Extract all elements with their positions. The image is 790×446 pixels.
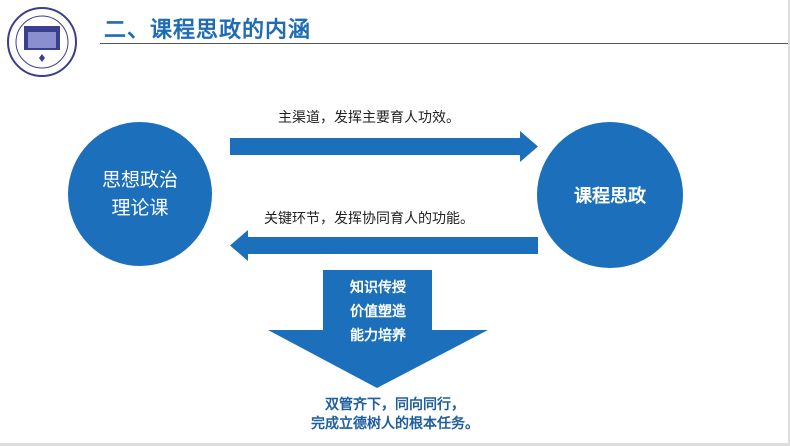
conclusion-line: 完成立德树人的根本任务。 (311, 416, 479, 432)
down-arrow-item: 知识传授 (350, 280, 406, 296)
right-arrow (230, 131, 538, 162)
conclusion-line: 双管齐下，同向同行， (325, 397, 465, 413)
left-arrow (230, 230, 538, 261)
down-arrow (268, 270, 488, 388)
down-arrow-item: 能力培养 (350, 328, 406, 344)
down-arrow-item: 价值塑造 (350, 304, 406, 320)
ideological-theory-course-circle: 思想政治理论课 (68, 122, 212, 266)
down-arrow-items: 知识传授 价值塑造 能力培养 (323, 276, 433, 348)
circle-label-line: 思想政治 (101, 169, 178, 191)
top-arrow-label: 主渠道，发挥主要育人功效。 (278, 110, 460, 126)
title-divider (100, 43, 788, 44)
course-ideology-circle: 课程思政 (537, 122, 683, 268)
circle-label-line: 理论课 (111, 197, 169, 219)
bottom-arrow-label: 关键环节，发挥协同育人的功能。 (264, 211, 474, 227)
university-logo (7, 7, 77, 77)
page-title: 二、课程思政的内涵 (104, 18, 312, 43)
conclusion-text: 双管齐下，同向同行， 完成立德树人的根本任务。 (230, 396, 560, 434)
